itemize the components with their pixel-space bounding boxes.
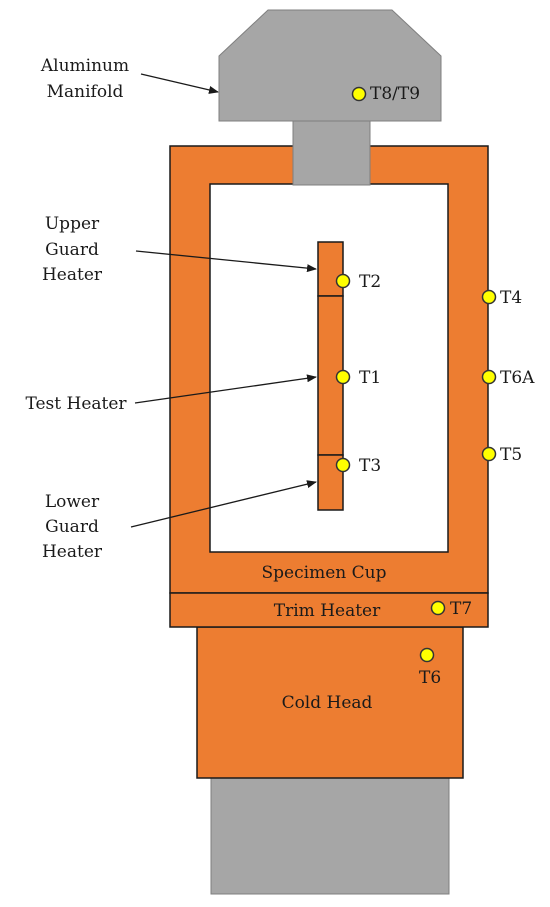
manifold-arrow [140,73,219,94]
sensor-t6 [419,647,435,663]
label-cold-head: Cold Head [282,693,373,713]
sensor-t3 [335,457,351,473]
lower-gray-block [210,776,450,895]
sensor-t6a [481,369,497,385]
sensor-label-t1: T1 [359,368,381,388]
sensor-label-t6: T6 [419,668,441,688]
upper-guard-heater [317,241,344,297]
label-test-heater: Test Heater [25,394,127,414]
lower-guard-arrow [130,480,317,528]
upper-guard-arrow [135,250,317,273]
label-upper-guard: Guard [45,240,99,260]
sensor-t1 [335,369,351,385]
label-aluminum: Aluminum [40,56,129,76]
sensor-label-t8-t9: T8/T9 [370,84,420,104]
label-lower-guard: Guard [45,517,99,537]
sensor-label-t3: T3 [359,456,381,476]
test-heater-arrow [134,374,317,404]
label-lower-heater: Heater [42,542,103,562]
sensor-label-t7: T7 [450,599,472,619]
manifold-stem [292,120,371,186]
sensor-label-t4: T4 [500,288,522,308]
sensor-label-t2: T2 [359,272,381,292]
sensor-t8-t9 [351,86,367,102]
sensor-label-t6a: T6A [500,368,535,388]
sensor-t7 [430,600,446,616]
cold-head [196,626,464,779]
sensor-label-t5: T5 [500,445,522,465]
label-trim-heater: Trim Heater [274,601,381,621]
label-upper: Upper [45,214,100,234]
label-upper-heater: Heater [42,265,103,285]
label-manifold: Manifold [47,82,124,102]
sensor-t2 [335,273,351,289]
label-specimen-cup: Specimen Cup [262,563,387,583]
sensor-t4 [481,289,497,305]
aluminum-manifold [218,9,442,122]
sensor-t5 [481,446,497,462]
label-lower: Lower [45,492,100,512]
